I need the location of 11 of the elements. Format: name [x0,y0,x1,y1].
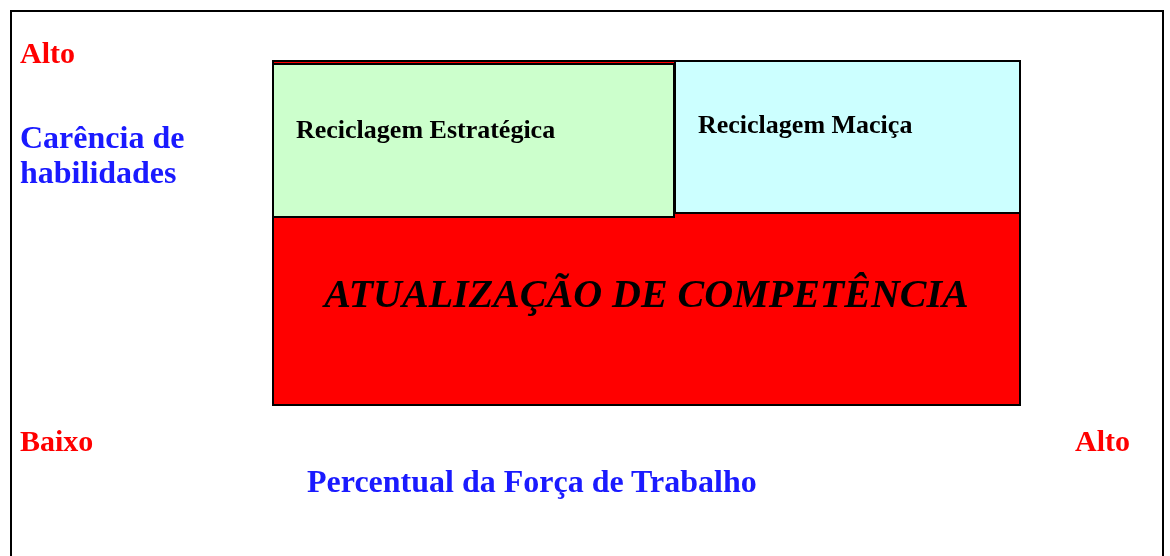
axis-end-label: Alto [1075,424,1130,457]
axis-end-label: Baixo [20,424,94,457]
quadrant-box [674,60,1021,214]
axis-end-label: Alto [20,36,75,69]
box-label: Reciclagem Estratégica [296,117,556,143]
competence-band [272,60,1021,406]
box-label: Reciclagem Maciça [698,112,913,138]
quadrant-box [272,63,675,218]
axis-title: Carência de habilidades [20,120,186,191]
box-label: ATUALIZAÇÃO DE COMPETÊNCIA [321,274,970,314]
axis-title: Percentual da Força de Trabalho [307,464,757,500]
